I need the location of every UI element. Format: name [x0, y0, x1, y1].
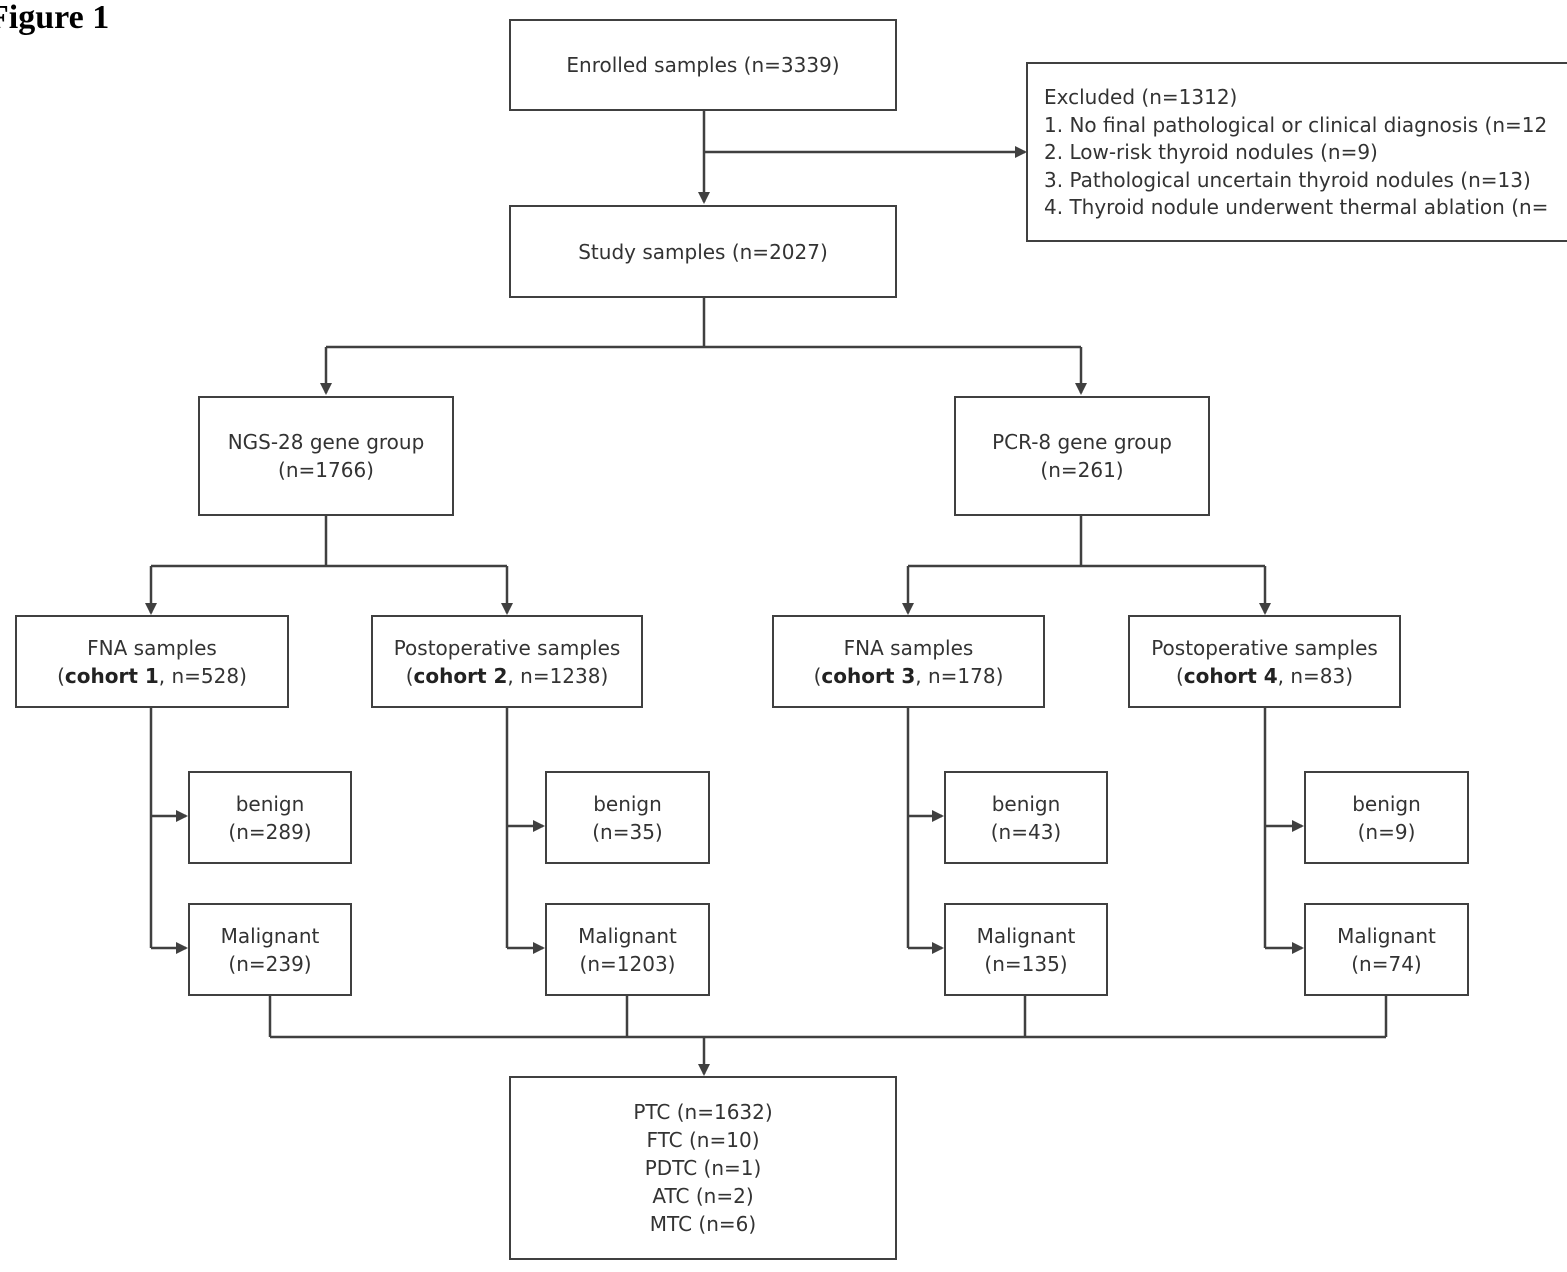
cohort-count: (cohort 2, n=1238): [406, 662, 609, 690]
cohort-3-benign-box: benign (n=43): [944, 771, 1108, 864]
cohort-1-malignant-box: Malignant (n=239): [188, 903, 352, 996]
study-samples-text: Study samples (n=2027): [578, 239, 828, 264]
benign-label: benign: [1352, 791, 1421, 816]
cohort-count: (cohort 1, n=528): [57, 662, 247, 690]
study-samples-box: Study samples (n=2027): [509, 205, 897, 298]
cohort-3-malignant-box: Malignant (n=135): [944, 903, 1108, 996]
connector-study-split: [326, 297, 1081, 349]
benign-count: (n=9): [1357, 819, 1416, 844]
cohort-title: FNA samples: [843, 635, 974, 660]
malignant-count: (n=239): [228, 951, 312, 976]
ngs-group-label: NGS-28 gene group: [227, 430, 425, 454]
cohort-4-box: Postoperative samples (cohort 4, n=83): [1128, 615, 1401, 708]
diagnosis-item: ATC (n=2): [652, 1184, 754, 1208]
cohort-count: (cohort 3, n=178): [814, 662, 1004, 690]
cohort-count: (cohort 4, n=83): [1176, 662, 1353, 690]
malignant-count: (n=74): [1351, 951, 1422, 976]
final-diagnosis-box: PTC (n=1632) FTC (n=10) PDTC (n=1) ATC (…: [509, 1076, 897, 1260]
ngs-group-box: NGS-28 gene group (n=1766): [198, 396, 454, 516]
paren: (: [57, 663, 65, 688]
paren: (: [1175, 663, 1184, 688]
cohort-n: , n=83): [1277, 663, 1354, 688]
paren: (: [813, 663, 822, 688]
cohort-name: cohort 4: [1183, 663, 1278, 688]
malignant-count: (n=135): [984, 951, 1068, 976]
cohort-2-box: Postoperative samples (cohort 2, n=1238): [371, 615, 643, 708]
cohort-n: , n=178): [915, 663, 1004, 688]
excluded-item: 2. Low-risk thyroid nodules (n=9): [1044, 140, 1378, 164]
excluded-box: Excluded (n=1312) 1. No final pathologic…: [1026, 62, 1567, 242]
paren: (: [405, 663, 414, 688]
connector-ngs-split: [151, 515, 507, 568]
ngs-group-count: (n=1766): [278, 458, 374, 482]
malignant-count: (n=1203): [579, 951, 676, 976]
diagnosis-item: MTC (n=6): [649, 1212, 757, 1236]
excluded-item: 4. Thyroid nodule underwent thermal abla…: [1044, 195, 1549, 219]
cohort-2-benign-box: benign (n=35): [545, 771, 710, 864]
cohort-1-benign-box: benign (n=289): [188, 771, 352, 864]
figure-label: Figure 1: [0, 0, 110, 36]
excluded-item: 3. Pathological uncertain thyroid nodule…: [1044, 167, 1531, 192]
malignant-label: Malignant: [220, 923, 320, 948]
cohort-1-box: FNA samples (cohort 1, n=528): [15, 615, 289, 708]
cohort-4-malignant-box: Malignant (n=74): [1304, 903, 1469, 996]
cohort-title: Postoperative samples: [393, 635, 621, 660]
cohort-3-box: FNA samples (cohort 3, n=178): [772, 615, 1045, 708]
malignant-label: Malignant: [976, 923, 1076, 948]
benign-count: (n=35): [592, 819, 663, 844]
malignant-label: Malignant: [578, 923, 677, 948]
connector-pcr-split: [908, 515, 1265, 568]
cohort-name: cohort 3: [821, 663, 916, 688]
benign-label: benign: [991, 791, 1061, 816]
cohort-title: Postoperative samples: [1151, 635, 1378, 660]
pcr-group-count: (n=261): [1040, 458, 1124, 482]
enrolled-samples-box: Enrolled samples (n=3339): [509, 19, 897, 111]
malignant-label: Malignant: [1337, 923, 1436, 948]
excluded-item: 1. No final pathological or clinical dia…: [1044, 112, 1548, 137]
diagnosis-item: PDTC (n=1): [644, 1156, 762, 1180]
cohort-2-malignant-box: Malignant (n=1203): [545, 903, 710, 996]
pcr-group-label: PCR-8 gene group: [992, 430, 1172, 454]
cohort-name: cohort 2: [413, 663, 508, 688]
cohort-title: FNA samples: [87, 635, 217, 660]
enrolled-samples-text: Enrolled samples (n=3339): [566, 53, 840, 77]
connector-malignant-merge: [268, 995, 1388, 1039]
benign-count: (n=289): [228, 819, 312, 844]
benign-label: benign: [593, 791, 662, 816]
benign-count: (n=43): [990, 819, 1062, 844]
cohort-name: cohort 1: [64, 663, 159, 688]
cohort-n: , n=528): [158, 663, 247, 688]
excluded-title: Excluded (n=1312): [1044, 85, 1238, 109]
cohort-4-benign-box: benign (n=9): [1304, 771, 1469, 864]
benign-label: benign: [235, 791, 305, 816]
cohort-n: , n=1238): [507, 663, 609, 688]
pcr-group-box: PCR-8 gene group (n=261): [954, 396, 1210, 516]
diagnosis-item: FTC (n=10): [646, 1128, 760, 1152]
diagnosis-item: PTC (n=1632): [633, 1100, 773, 1124]
